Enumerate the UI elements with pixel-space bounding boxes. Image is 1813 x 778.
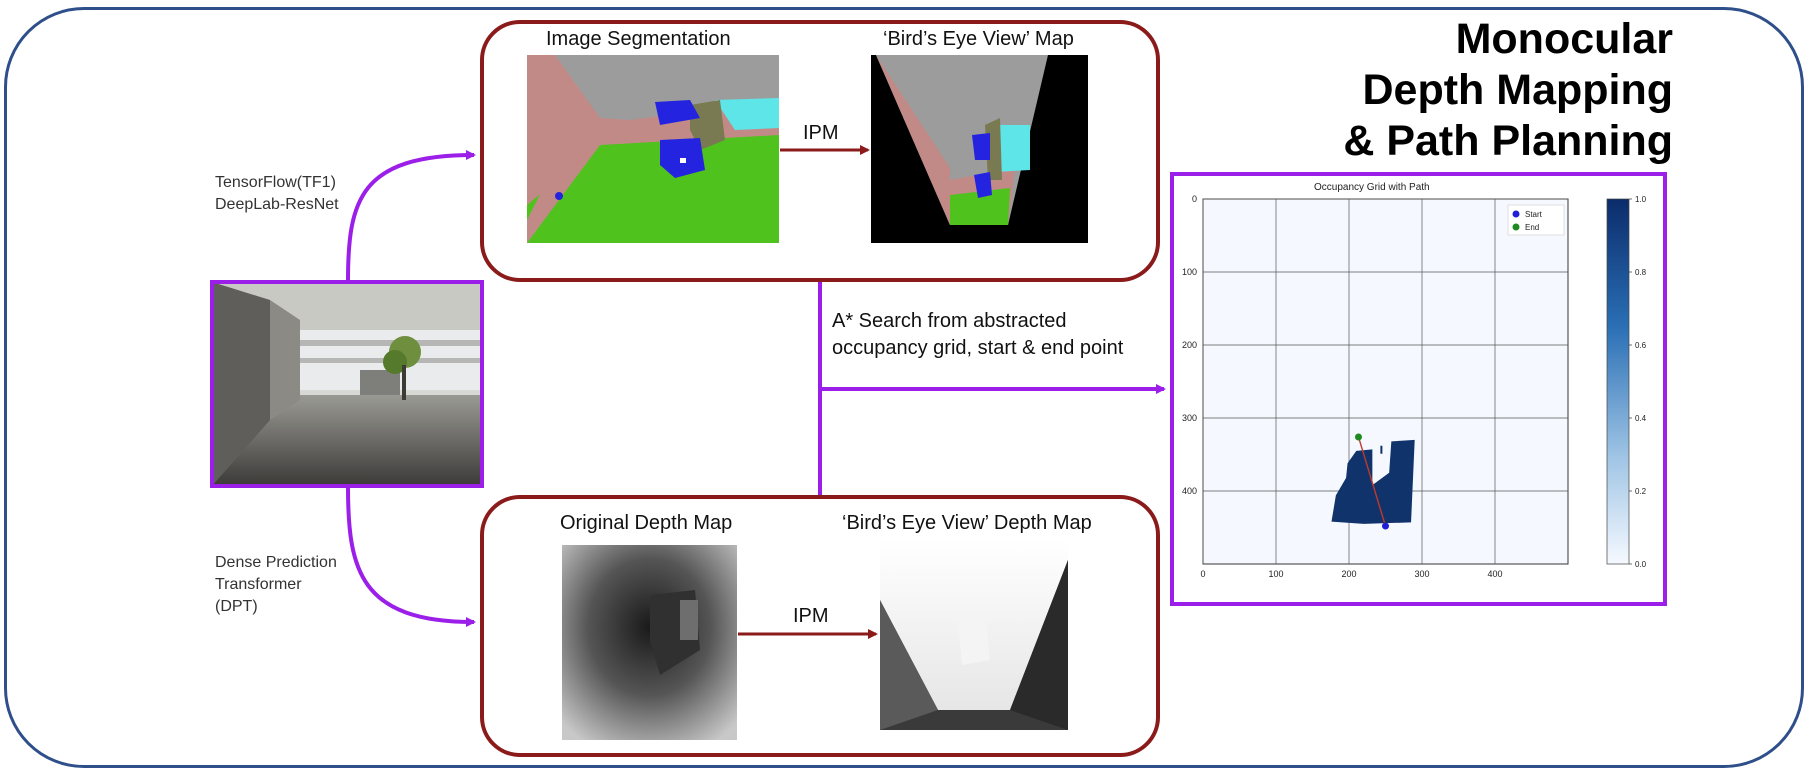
colorbar-tick-label: 0.2 [1635,487,1647,496]
occupied-speck [1380,445,1383,454]
bottom-ipm-label: IPM [793,605,829,627]
birds-eye-map-label: ‘Bird’s Eye View’ Map [883,28,1074,50]
astar-caption: A* Search from abstracted occupancy grid… [832,308,1123,362]
tensorflow-caption: TensorFlow(TF1) DeepLab-ResNet [215,172,339,216]
legend-end-label: End [1525,223,1539,232]
page-title: Monocular Depth Mapping & Path Planning [1343,14,1673,167]
segmentation-image [527,55,779,243]
legend-start-marker [1512,210,1520,218]
x-tick-label: 300 [1414,569,1429,579]
original-depth-map-label: Original Depth Map [560,512,733,534]
astar-line-1: A* Search from abstracted [832,310,1067,332]
x-tick-label: 400 [1487,569,1502,579]
outer-frame [4,7,1804,768]
dpt-caption: Dense Prediction Transformer (DPT) [215,552,337,618]
dpt-line-2: Transformer [215,576,302,593]
top-ipm-label: IPM [803,122,839,144]
astar-line-2: occupancy grid, start & end point [832,337,1124,359]
title-line-1: Monocular [1455,15,1673,63]
birds-eye-depth-map [880,540,1068,730]
y-tick-label: 100 [1182,267,1197,277]
chart-title: Occupancy Grid with Path [1314,182,1430,193]
colorbar-tick-label: 0.4 [1635,414,1647,423]
arrow-to-segmentation [346,150,476,282]
y-tick-label: 200 [1182,340,1197,350]
image-segmentation-label: Image Segmentation [546,28,731,50]
dpt-line-1: Dense Prediction [215,554,337,571]
start-point [1382,522,1389,530]
y-tick-label: 400 [1182,486,1197,496]
x-tick-label: 100 [1268,569,1283,579]
tensorflow-line-2: DeepLab-ResNet [215,196,339,213]
colorbar-tick-label: 0.0 [1635,560,1647,569]
y-tick-label: 300 [1182,413,1197,423]
input-photo [210,280,484,488]
original-depth-map [562,545,737,740]
arrow-to-depth [346,486,476,627]
occupied-region [1331,439,1415,524]
colorbar-tick-label: 0.8 [1635,268,1647,277]
path-line [1357,436,1387,527]
dpt-line-3: (DPT) [215,598,258,615]
end-point [1354,433,1362,441]
legend-start-label: Start [1525,210,1543,219]
colorbar-tick-label: 0.6 [1635,341,1647,350]
birds-eye-depth-map-label: ‘Bird’s Eye View’ Depth Map [842,512,1092,534]
colorbar [1606,198,1630,565]
title-line-2: Depth Mapping [1362,66,1673,114]
birds-eye-view-map [871,55,1088,243]
y-tick-label: 0 [1192,194,1197,204]
colorbar-tick-label: 1.0 [1635,195,1647,204]
legend-end-marker [1512,223,1520,231]
title-line-3: & Path Planning [1343,117,1673,165]
x-tick-label: 200 [1341,569,1356,579]
x-tick-label: 0 [1200,569,1205,579]
tensorflow-line-1: TensorFlow(TF1) [215,174,336,191]
